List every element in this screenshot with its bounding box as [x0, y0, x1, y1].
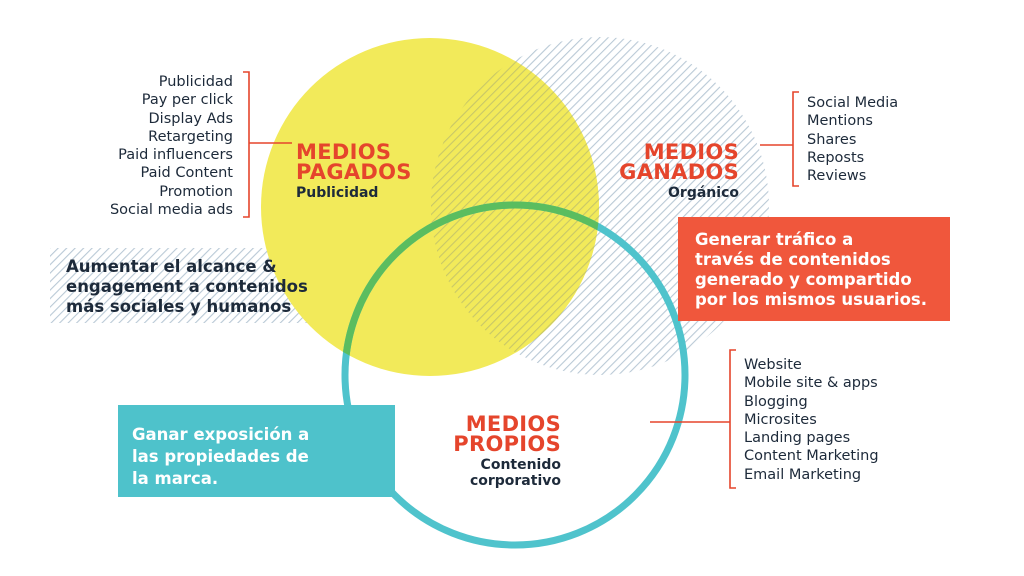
- list-item: Website: [744, 357, 802, 373]
- list-item: Publicidad: [158, 74, 233, 90]
- earned-title-line1: MEDIOS: [643, 140, 739, 164]
- left-box-text: Aumentar el alcance &engagement a conten…: [66, 257, 308, 316]
- list-item: Blogging: [744, 393, 808, 410]
- list-item: Promotion: [159, 183, 233, 200]
- list-item: Microsites: [744, 411, 817, 428]
- list-item: Email Marketing: [744, 466, 862, 483]
- list-item: Mentions: [807, 113, 873, 130]
- earned-heading: MEDIOS GANADOS Orgánico: [619, 140, 739, 202]
- list-item: Social Media: [807, 95, 899, 111]
- list-item: Pay per click: [141, 92, 233, 109]
- earned-title-line2: GANADOS: [619, 160, 739, 184]
- paid-heading: MEDIOS PAGADOS Publicidad: [296, 140, 412, 202]
- owned-title-line1: MEDIOS: [465, 412, 561, 436]
- owned-title-line2: PROPIOS: [453, 432, 561, 456]
- list-item: Reviews: [807, 168, 867, 185]
- list-item: Reposts: [807, 149, 865, 166]
- list-item: Content Marketing: [744, 448, 879, 465]
- overlap-area: [431, 38, 599, 375]
- owned-subtitle-line1: Contenido: [480, 457, 561, 473]
- list-item: Paid Content: [140, 165, 234, 182]
- earned-subtitle: Orgánico: [668, 185, 739, 201]
- paid-subtitle: Publicidad: [296, 185, 379, 201]
- list-item: Shares: [807, 131, 857, 148]
- list-item: Paid influencers: [118, 147, 233, 164]
- paid-title-line2: PAGADOS: [296, 160, 412, 184]
- list-item: Display Ads: [148, 110, 233, 127]
- list-item: Mobile site & apps: [744, 375, 878, 392]
- teal-box: [118, 405, 395, 497]
- owned-heading: MEDIOS PROPIOS Contenido corporativo: [453, 412, 561, 490]
- list-item: Retargeting: [148, 128, 233, 145]
- owned-subtitle-line2: corporativo: [469, 473, 561, 489]
- brackets: [243, 71, 799, 489]
- list-item: Landing pages: [744, 430, 851, 447]
- red-box: [678, 217, 950, 321]
- list-item: Social media ads: [109, 202, 233, 219]
- paid-title-line1: MEDIOS: [296, 140, 392, 164]
